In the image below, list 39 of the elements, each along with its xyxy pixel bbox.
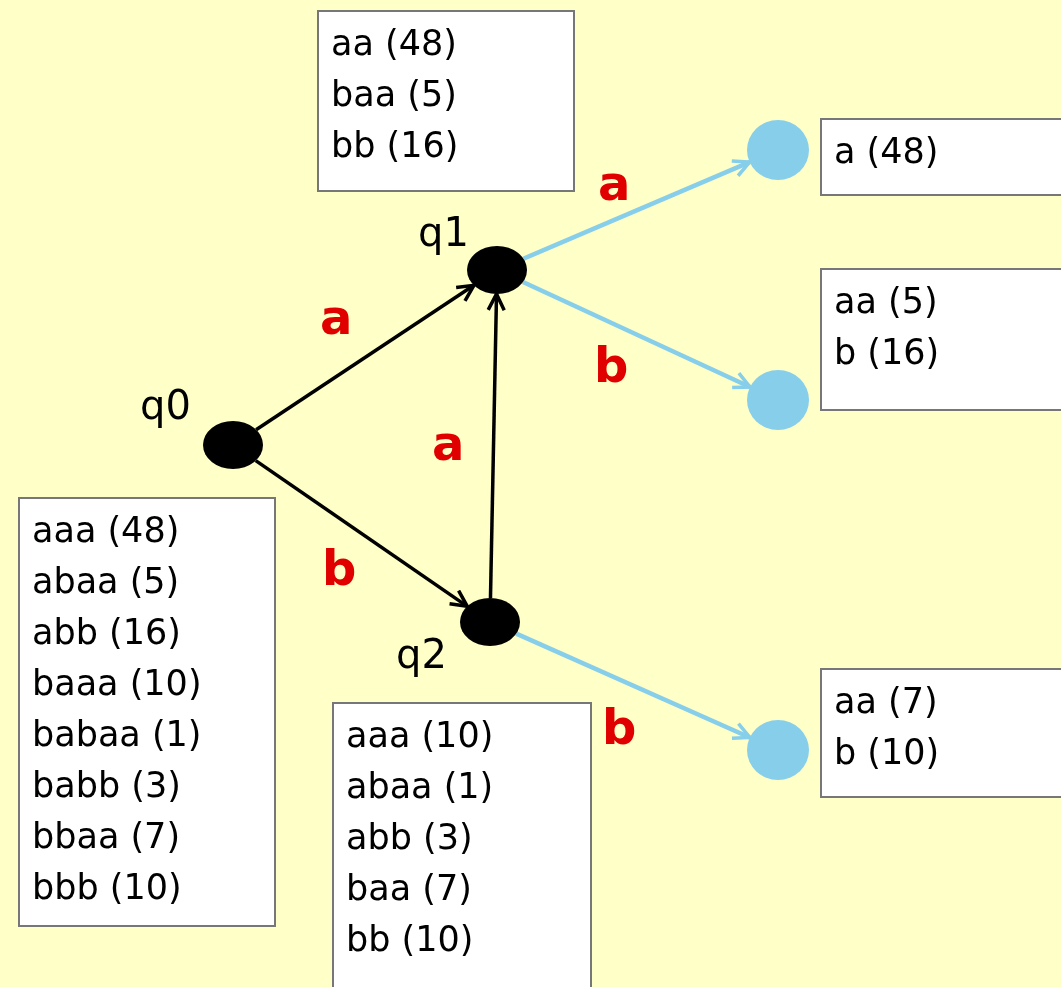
arrow [522, 279, 752, 390]
string-count: bbb (10) [32, 866, 182, 909]
state-label: q0 [140, 383, 191, 427]
string-count: bb (16) [331, 124, 459, 167]
string-count: a (48) [834, 130, 939, 173]
string-count-box [317, 10, 575, 192]
string-count: aaa (10) [346, 714, 494, 757]
string-count: abb (3) [346, 816, 473, 859]
state-dot [467, 246, 527, 294]
arrow [255, 283, 476, 432]
string-count: abb (16) [32, 611, 181, 654]
string-count: bb (10) [346, 918, 474, 961]
state-label: q1 [418, 210, 469, 254]
arrow [522, 159, 752, 261]
arrow [486, 292, 506, 599]
string-count-box [18, 497, 276, 927]
string-count: bbaa (7) [32, 815, 181, 858]
string-count: aaa (48) [32, 509, 180, 552]
arrow [254, 459, 469, 609]
state-dot [203, 421, 263, 469]
string-count-box [820, 118, 1061, 196]
string-count: abaa (1) [346, 765, 494, 808]
string-count: baaa (10) [32, 662, 202, 705]
state-dot [460, 598, 520, 646]
string-count-box [332, 702, 592, 987]
string-count: baa (5) [331, 73, 457, 116]
string-count: aa (48) [331, 22, 457, 65]
string-count: b (16) [834, 331, 940, 374]
string-count: b (10) [834, 731, 940, 774]
string-count: babb (3) [32, 764, 181, 807]
arrow [515, 631, 752, 741]
string-count-box [820, 268, 1061, 411]
string-count: aa (7) [834, 680, 938, 723]
state-label: q2 [396, 632, 447, 676]
string-count: abaa (5) [32, 560, 180, 603]
string-count: baa (7) [346, 867, 472, 910]
string-count-box [820, 668, 1061, 798]
string-count: babaa (1) [32, 713, 202, 756]
string-count: aa (5) [834, 280, 938, 323]
